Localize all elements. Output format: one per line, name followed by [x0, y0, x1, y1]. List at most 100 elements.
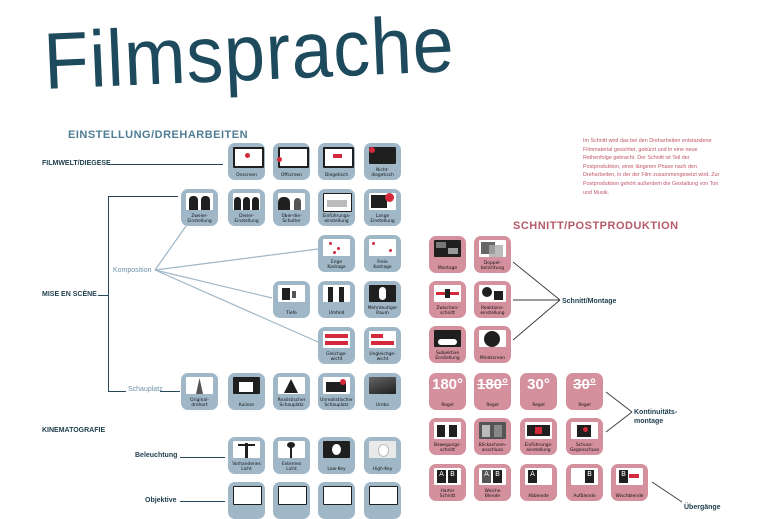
tile-caption: Kulisse	[238, 403, 255, 408]
connector-filmwelt	[108, 164, 223, 165]
tile-abblende: A Abblende	[520, 464, 557, 501]
freie-icon	[369, 239, 396, 256]
connector-mise-bottom	[108, 391, 126, 392]
tile-objektiv-1	[228, 482, 265, 519]
tile-caption: Regel	[486, 403, 499, 408]
tile-regel-180: 180° Regel	[429, 373, 466, 410]
rule-number: 180°	[431, 376, 464, 393]
connector-mise-vertical	[108, 196, 109, 392]
tile-caption: Enge Kadrage	[327, 260, 346, 270]
tile-caption: High-Key	[372, 467, 393, 472]
tile-caption: Aufblende	[573, 494, 596, 499]
mehrdeutig-icon	[369, 285, 396, 302]
tile-caption: Diegetisch	[324, 173, 349, 178]
tile-caption: Doppel- belichtung	[480, 261, 505, 271]
umbo-icon	[369, 377, 396, 394]
tile-regel-30: 30° Regel	[520, 373, 557, 410]
tile-caption: Gleichge- wicht	[326, 352, 347, 362]
tile-caption: Mindscreen	[479, 356, 506, 361]
tile-caption: Offscreen	[280, 173, 303, 178]
label-kontinuitaet: Kontinuitäts- montage	[634, 409, 678, 425]
lowkey-icon	[323, 441, 350, 458]
zwischen-icon	[434, 285, 461, 302]
wischblende-icon: B	[616, 468, 643, 485]
tile-caption: Wischblende	[615, 494, 644, 499]
tile-caption: Harter Schnitt	[439, 489, 456, 499]
connector-schauplatz	[160, 391, 180, 392]
tile-caption: Mehrdeutiger Raum	[367, 306, 398, 316]
label-kinematografie: KINEMATOGRAFIE	[42, 427, 106, 434]
vorhandenes-icon	[233, 441, 260, 458]
dreier-icon	[233, 193, 260, 210]
tile-regel-180-broken: 180° Regel	[474, 373, 511, 410]
house-icon	[369, 486, 398, 505]
label-mise: MISE EN SCÈNE	[42, 291, 97, 298]
tile-caption: Tiefe	[286, 311, 297, 316]
abblende-icon: A	[525, 468, 552, 485]
tile-caption: Realistischer Schauplatz	[277, 398, 306, 408]
tile-caption: Nicht- diegetisch	[371, 168, 394, 178]
lange-icon	[369, 193, 396, 210]
highkey-icon	[369, 441, 396, 458]
tile-blickachse: Blickachsen- anschluss	[474, 418, 511, 455]
tile-caption: Original- drehort	[190, 398, 209, 408]
label-objektive: Objektive	[145, 497, 177, 504]
nicht-diegetisch-icon	[369, 147, 396, 164]
objektiv-icon	[323, 486, 352, 505]
tile-ueber-schulter: Über-die- Schulter	[273, 189, 310, 226]
tile-realistisch: Realistischer Schauplatz	[273, 373, 310, 410]
zweier-icon	[186, 193, 213, 210]
tile-caption: Zweier- Einstellung	[187, 214, 212, 224]
tile-original: Original- drehort	[181, 373, 218, 410]
tile-caption: Ungleichge- wicht	[369, 352, 396, 362]
tile-objektiv-4	[364, 482, 401, 519]
tile-lowkey: Low-Key	[318, 437, 355, 474]
tile-doppel: Doppel- belichtung	[474, 236, 511, 273]
label-beleuchtung: Beleuchtung	[135, 452, 178, 459]
tile-reaktion: Reaktions- einstellung	[474, 281, 511, 318]
section-schnitt: SCHNITT/POSTPRODUKTION	[513, 220, 679, 232]
blickachse-icon	[479, 422, 506, 439]
tile-caption: Umbo	[376, 403, 389, 408]
montage-icon	[434, 240, 461, 257]
tile-caption: Bewegungs- schnitt	[433, 443, 462, 453]
label-filmwelt: FILMWELT/DIEGESE	[42, 160, 111, 167]
tile-umfeld: Umfeld	[318, 281, 355, 318]
tile-regel-30-broken: 30° Regel	[566, 373, 603, 410]
onscreen-icon	[233, 147, 264, 168]
subjektive-icon	[434, 330, 461, 347]
tile-caption: Umfeld	[328, 311, 345, 316]
objektiv-icon	[233, 486, 262, 505]
tile-tiefe: Tiefe	[273, 281, 310, 318]
tile-dreier: Dreier- Einstellung	[228, 189, 265, 226]
objektiv-icon	[278, 486, 307, 505]
tile-freie: Freie Kadrage	[364, 235, 401, 272]
tile-mehrdeutig: Mehrdeutiger Raum	[364, 281, 401, 318]
tile-caption: Freie Kadrage	[373, 260, 392, 270]
tile-caption: Über-die- Schulter	[281, 214, 302, 224]
connector-mise-top	[108, 196, 178, 197]
connector-mise	[98, 295, 108, 296]
tile-offscreen: Offscreen	[273, 143, 310, 180]
tile-highkey: High-Key	[364, 437, 401, 474]
tile-caption: Weiche Blende	[484, 489, 501, 499]
tile-vorhandenes: Vorhandenes Licht	[228, 437, 265, 474]
tile-caption: Unrealistischer Schauplatz	[320, 398, 353, 408]
tile-caption: Dreier- Einstellung	[234, 214, 259, 224]
tile-caption: Regel	[441, 403, 454, 408]
einfuehrungs2-icon	[525, 422, 552, 439]
realistisch-icon	[278, 377, 305, 394]
rule-number: 180°	[476, 376, 509, 393]
tile-aufblende: B Aufblende	[566, 464, 603, 501]
tile-enge: Enge Kadrage	[318, 235, 355, 272]
aufblende-icon: B	[571, 468, 598, 485]
gleichgewicht-icon	[323, 331, 350, 348]
tile-kulisse: Kulisse	[228, 373, 265, 410]
tile-ungleich: Ungleichge- wicht	[364, 327, 401, 364]
ueber-schulter-icon	[278, 193, 305, 210]
